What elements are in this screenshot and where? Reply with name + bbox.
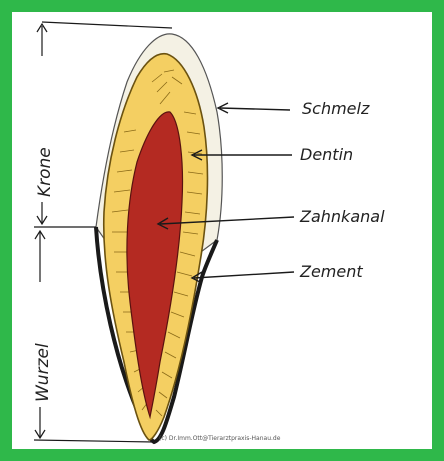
diagram-canvas: Krone Wurzel Schmelz Dentin Zahnkanal Ze… xyxy=(12,12,432,449)
label-zahnkanal: Zahnkanal xyxy=(299,207,385,226)
label-dentin: Dentin xyxy=(300,145,353,164)
crown-label: Krone xyxy=(35,147,55,197)
copyright-credit: (c) Dr.Imm.Ott@Tierarztpraxis-Hanau.de xyxy=(159,435,281,442)
root-label: Wurzel xyxy=(33,343,53,402)
tooth-diagram: Krone Wurzel Schmelz Dentin Zahnkanal Ze… xyxy=(12,12,432,449)
label-zement: Zement xyxy=(299,262,363,281)
label-schmelz: Schmelz xyxy=(302,99,370,118)
